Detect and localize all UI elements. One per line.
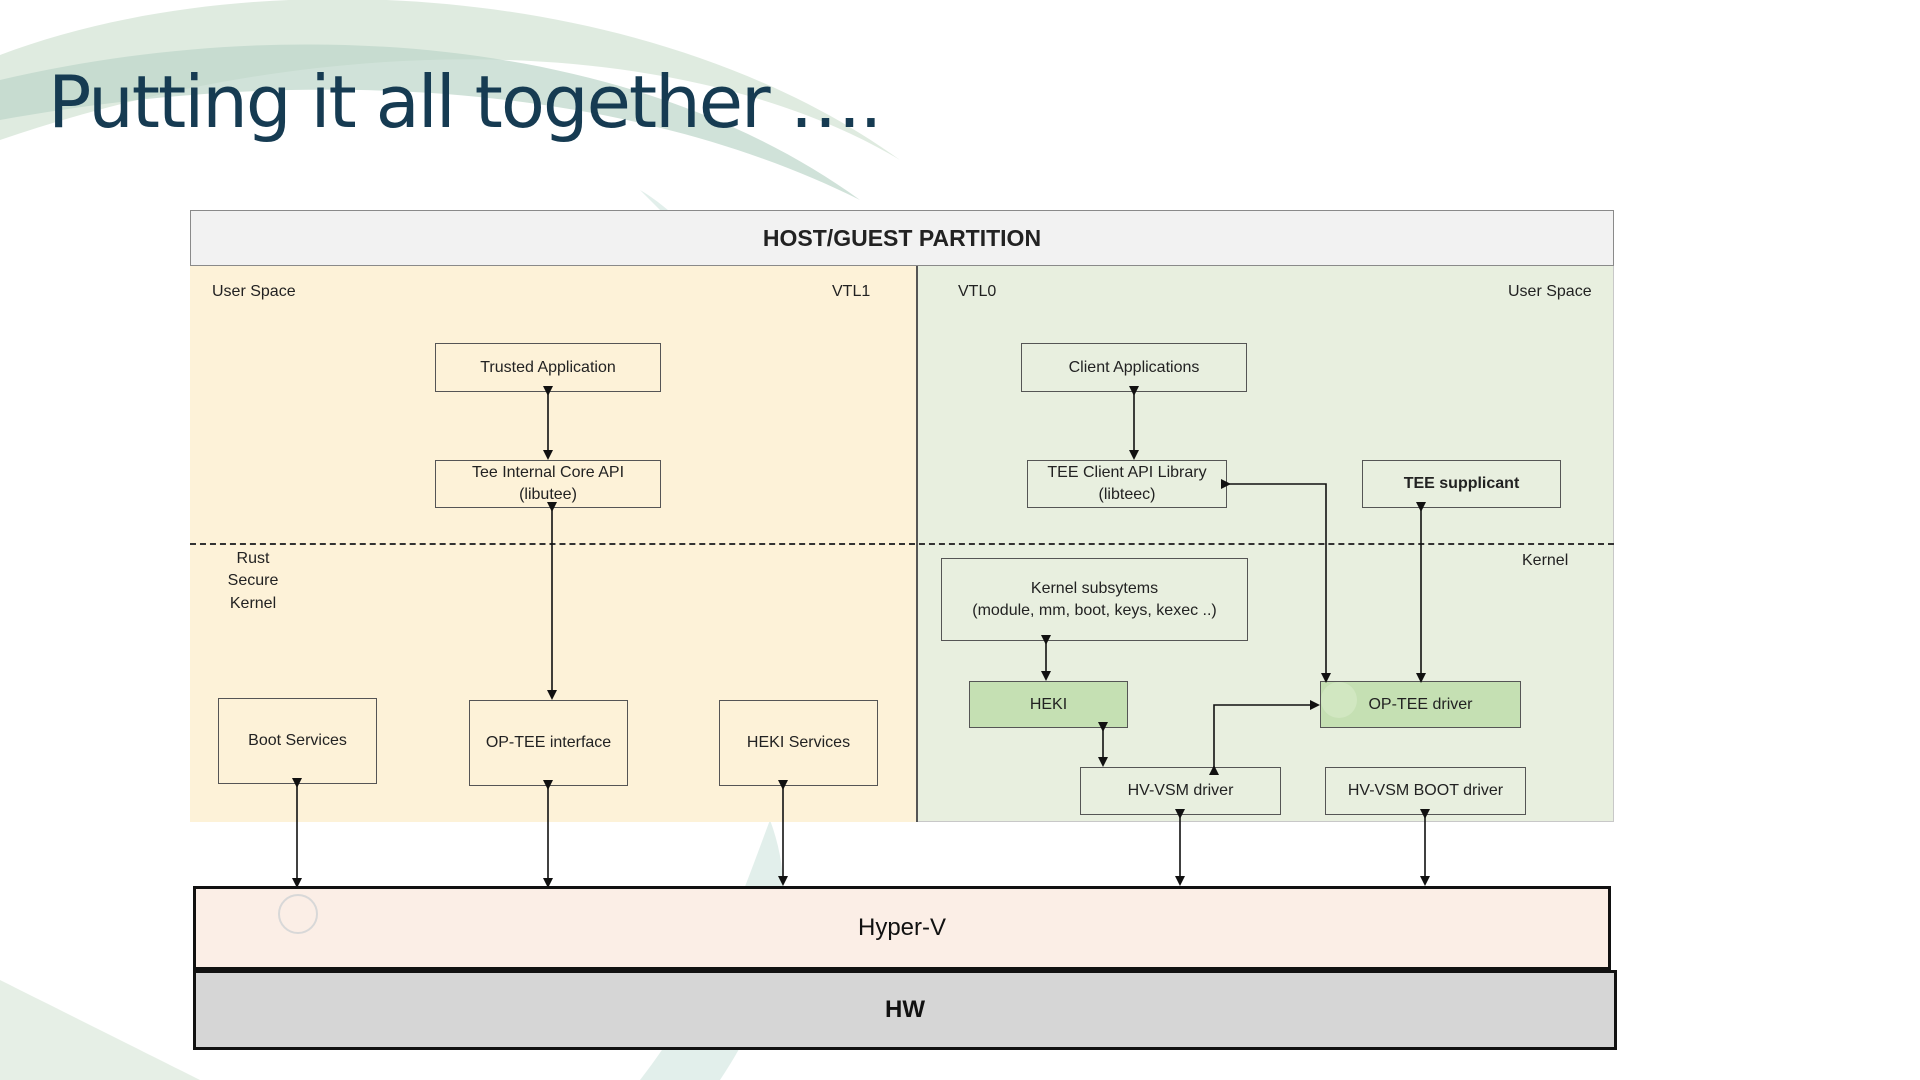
hw-label: HW (885, 996, 925, 1023)
rust-secure-kernel-label: Rust Secure Kernel (210, 548, 296, 615)
tee-client-api-line1: TEE Client API Library (1047, 464, 1207, 482)
rust-secure-kernel-label-line2: Kernel (229, 594, 277, 612)
vtl0-label: VTL0 (958, 283, 997, 300)
vtl1-label: VTL1 (832, 283, 871, 300)
tee-client-api-box: TEE Client API Library (libteec) (1027, 460, 1227, 508)
hv-vsm-boot-driver-box: HV-VSM BOOT driver (1325, 767, 1526, 815)
kernel-subsystems-box: Kernel subsytems (module, mm, boot, keys… (941, 558, 1248, 641)
tee-internal-core-api-line2: (libutee) (519, 486, 577, 503)
hw-layer: HW (193, 970, 1617, 1050)
kernel-subsystems-line1: Kernel subsytems (1030, 579, 1159, 597)
vtl1-user-space-label: User Space (212, 283, 296, 300)
tee-client-api-line2: (libteec) (1098, 486, 1156, 503)
optee-driver-box: OP-TEE driver (1320, 681, 1521, 728)
tee-supplicant-box: TEE supplicant (1362, 460, 1561, 508)
slide-title: Putting it all together …. (48, 60, 882, 144)
hv-vsm-driver-box: HV-VSM driver (1080, 767, 1281, 815)
client-applications-box: Client Applications (1021, 343, 1247, 392)
heki-services-box: HEKI Services (719, 700, 878, 786)
heki-box: HEKI (969, 681, 1128, 728)
boot-services-box: Boot Services (218, 698, 377, 784)
user-kernel-boundary (190, 543, 1614, 545)
tee-internal-core-api-box: Tee Internal Core API (libutee) (435, 460, 661, 508)
hyperv-label: Hyper-V (857, 914, 947, 941)
trusted-application-box: Trusted Application (435, 343, 661, 392)
vtl0-kernel-label: Kernel (1522, 552, 1569, 569)
kernel-subsystems-line2: (module, mm, boot, keys, kexec ..) (972, 601, 1217, 619)
rust-secure-kernel-label-line1: Rust Secure (227, 550, 279, 590)
tee-internal-core-api-line1: Tee Internal Core API (471, 464, 625, 482)
vtl0-user-space-label: User Space (1508, 283, 1592, 300)
partition-header: HOST/GUEST PARTITION (190, 210, 1614, 266)
hyperv-layer: Hyper-V (193, 886, 1611, 970)
optee-interface-box: OP-TEE interface (469, 700, 628, 786)
